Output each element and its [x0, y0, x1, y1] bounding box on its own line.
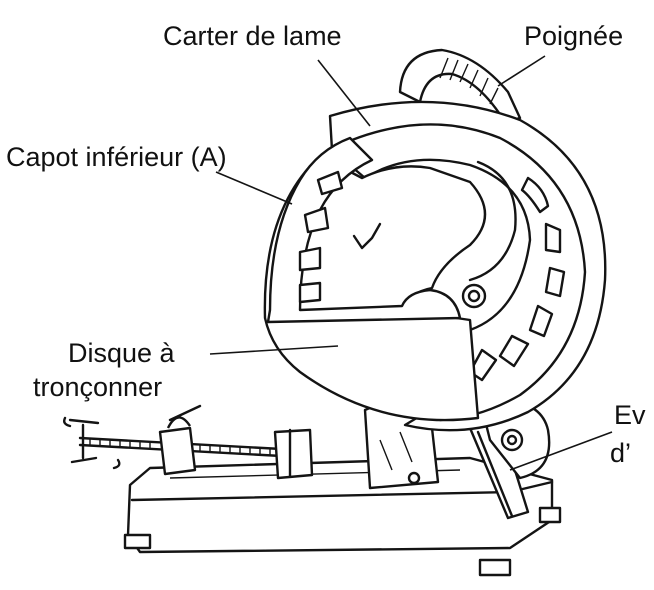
vise-screw: [62, 416, 302, 470]
label-cutting-disc-line1: Disque à: [68, 338, 175, 368]
label-right-partial-line1: Ev: [614, 400, 646, 430]
label-right-partial-line2: d’: [610, 438, 632, 468]
blade-guard: [328, 100, 607, 432]
label-cutting-disc-line2: tronçonner: [33, 372, 163, 402]
leader-handle: [497, 55, 546, 87]
base-plate: [123, 456, 562, 577]
leader-right-part: [509, 431, 613, 471]
handle: [398, 48, 522, 124]
leader-lower-guard: [215, 171, 293, 205]
label-lower-guard: Capot inférieur (A): [6, 142, 227, 172]
lower-guard: [266, 136, 462, 324]
leader-lines: [209, 55, 613, 471]
vise-clamp: [158, 404, 314, 480]
leader-blade-guard: [317, 59, 371, 127]
label-blade-guard: Carter de lame: [163, 21, 342, 51]
leader-cutting-disc: [209, 345, 339, 355]
label-handle: Poignée: [524, 21, 624, 51]
